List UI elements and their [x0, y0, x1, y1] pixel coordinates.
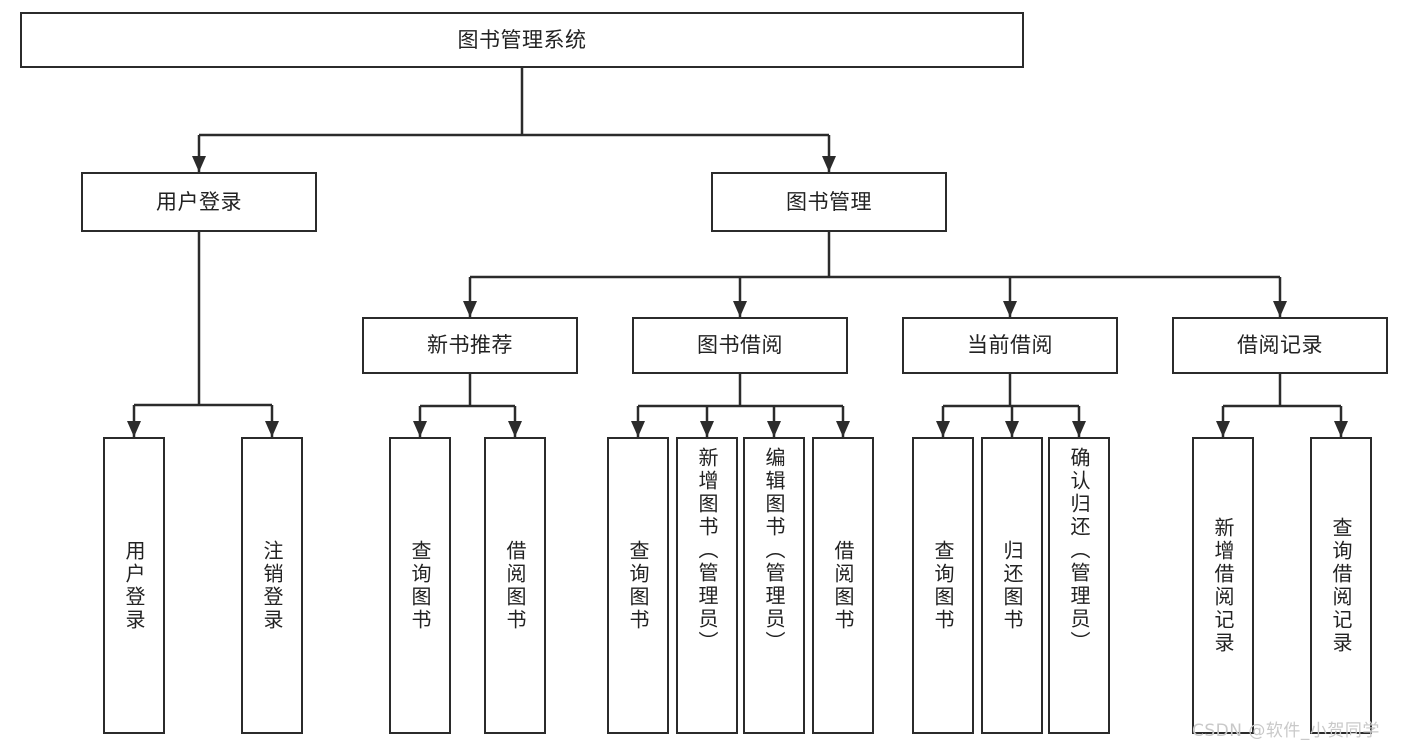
- node-label: 借阅记录: [1237, 333, 1323, 357]
- arrowhead-icon: [767, 421, 781, 437]
- arrowhead-icon: [1273, 301, 1287, 317]
- node-leaf-query-book-current[interactable]: 查询图书: [912, 437, 974, 734]
- arrowhead-icon: [508, 421, 522, 437]
- node-leaf-add-book[interactable]: 新增图书（管理员）: [676, 437, 738, 734]
- node-label: 当前借阅: [967, 333, 1053, 357]
- arrowhead-icon: [631, 421, 645, 437]
- node-book-borrow[interactable]: 图书借阅: [632, 317, 848, 374]
- node-label: 新增图书（管理员）: [695, 447, 719, 654]
- node-leaf-logout[interactable]: 注销登录: [241, 437, 303, 734]
- node-label: 用户登录: [156, 189, 242, 214]
- arrowhead-icon: [192, 156, 206, 172]
- node-leaf-borrow-book-rec[interactable]: 借阅图书: [484, 437, 546, 734]
- node-label: 注销登录: [260, 539, 284, 632]
- arrowhead-icon: [265, 421, 279, 437]
- node-current-borrow[interactable]: 当前借阅: [902, 317, 1118, 374]
- node-label: 确认归还（管理员）: [1067, 447, 1091, 654]
- node-leaf-query-book-borrow[interactable]: 查询图书: [607, 437, 669, 734]
- node-leaf-add-record[interactable]: 新增借阅记录: [1192, 437, 1254, 734]
- node-label: 借阅图书: [831, 539, 855, 632]
- node-book-manage[interactable]: 图书管理: [711, 172, 947, 232]
- node-new-book-rec[interactable]: 新书推荐: [362, 317, 578, 374]
- node-leaf-query-book-rec[interactable]: 查询图书: [389, 437, 451, 734]
- node-user-login[interactable]: 用户登录: [81, 172, 317, 232]
- node-label: 借阅图书: [503, 539, 527, 632]
- node-label: 新增借阅记录: [1211, 516, 1235, 655]
- node-label: 编辑图书（管理员）: [762, 447, 786, 654]
- node-label: 图书管理系统: [457, 27, 587, 52]
- node-label: 查询图书: [931, 539, 955, 632]
- node-leaf-edit-book[interactable]: 编辑图书（管理员）: [743, 437, 805, 734]
- arrowhead-icon: [127, 421, 141, 437]
- arrowhead-icon: [463, 301, 477, 317]
- node-borrow-record[interactable]: 借阅记录: [1172, 317, 1388, 374]
- node-label: 图书管理: [786, 189, 872, 214]
- node-label: 新书推荐: [427, 333, 513, 357]
- arrowhead-icon: [700, 421, 714, 437]
- arrowhead-icon: [1003, 301, 1017, 317]
- node-leaf-query-record[interactable]: 查询借阅记录: [1310, 437, 1372, 734]
- arrowhead-icon: [1005, 421, 1019, 437]
- arrowhead-icon: [836, 421, 850, 437]
- node-label: 图书借阅: [697, 333, 783, 357]
- node-leaf-return-book[interactable]: 归还图书: [981, 437, 1043, 734]
- arrowhead-icon: [733, 301, 747, 317]
- node-label: 查询图书: [626, 539, 650, 632]
- node-leaf-confirm-return[interactable]: 确认归还（管理员）: [1048, 437, 1110, 734]
- arrowhead-icon: [1216, 421, 1230, 437]
- arrowhead-icon: [936, 421, 950, 437]
- node-label: 查询图书: [408, 539, 432, 632]
- node-leaf-user-login[interactable]: 用户登录: [103, 437, 165, 734]
- csdn-watermark: CSDN @软件_小贺同学: [1192, 721, 1380, 741]
- arrowhead-icon: [413, 421, 427, 437]
- node-label: 用户登录: [122, 539, 146, 632]
- node-label: 查询借阅记录: [1329, 516, 1353, 655]
- node-leaf-borrow-book[interactable]: 借阅图书: [812, 437, 874, 734]
- arrowhead-icon: [1334, 421, 1348, 437]
- node-label: 归还图书: [1000, 539, 1024, 632]
- arrowhead-icon: [1072, 421, 1086, 437]
- arrowhead-icon: [822, 156, 836, 172]
- node-root[interactable]: 图书管理系统: [20, 12, 1024, 68]
